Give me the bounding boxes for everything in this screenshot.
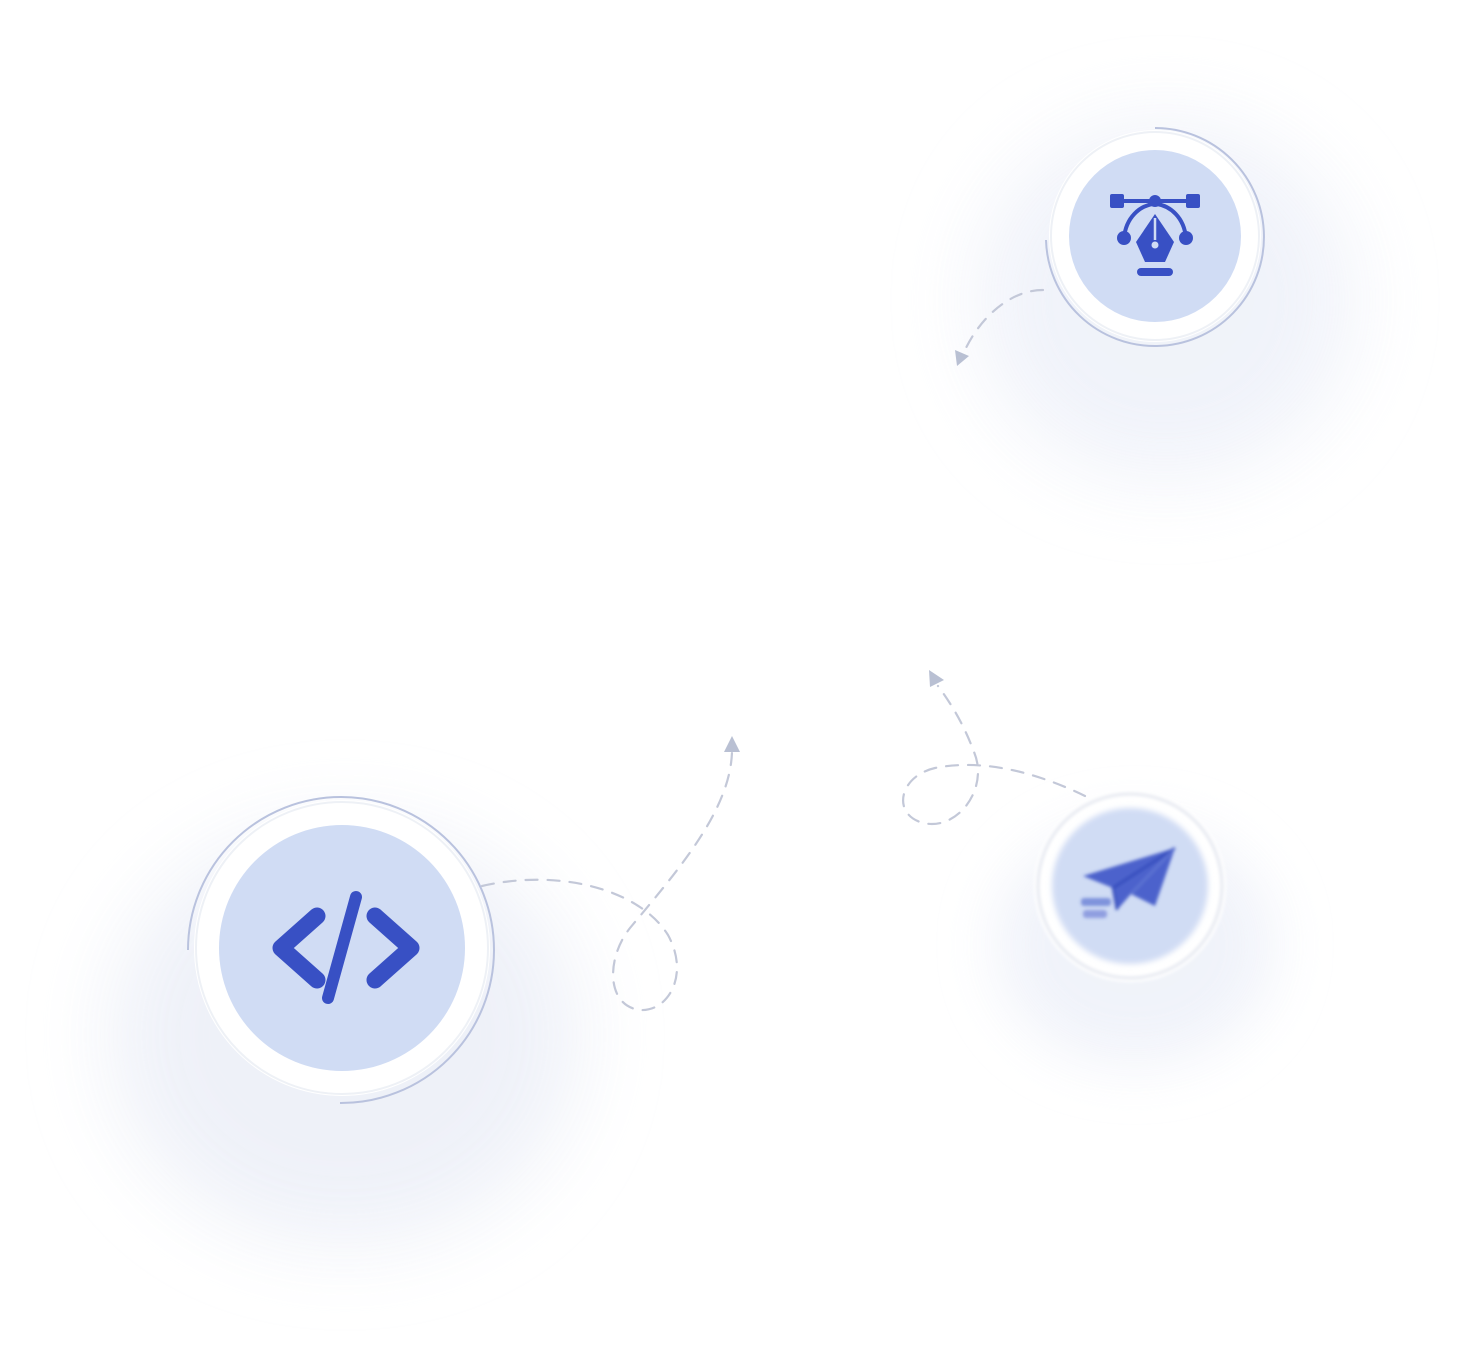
paper-plane-icon bbox=[1081, 846, 1176, 918]
dashed-path-send bbox=[902, 684, 1087, 825]
arrow-head-code bbox=[724, 736, 740, 752]
dashed-path-pen bbox=[963, 288, 1045, 352]
pen-tool-node bbox=[1040, 122, 1270, 352]
code-icon bbox=[272, 891, 420, 1004]
dashed-path-code bbox=[480, 750, 734, 1012]
code-node bbox=[180, 790, 500, 1110]
arrow-head-send bbox=[929, 670, 944, 687]
arrow-head-pen bbox=[955, 350, 969, 366]
pen-tool-icon bbox=[1110, 194, 1200, 276]
paper-plane-node bbox=[1025, 790, 1235, 990]
